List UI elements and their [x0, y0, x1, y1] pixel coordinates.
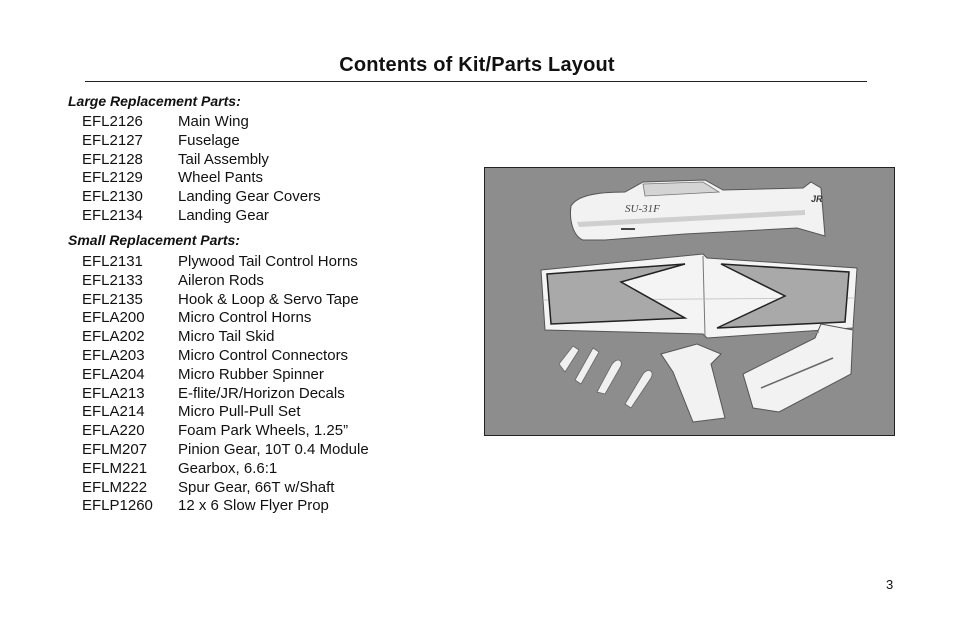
part-description: Foam Park Wheels, 1.25” [178, 422, 349, 440]
part-description: E-flite/JR/Horizon Decals [178, 384, 345, 402]
page-number: 3 [886, 577, 894, 592]
list-item: EFL2133 Aileron Rods [82, 272, 369, 291]
part-description: Micro Pull-Pull Set [178, 403, 301, 421]
list-item: EFLA202 Micro Tail Skid [82, 328, 369, 347]
parts-layout-photo: SU-31F JR [484, 167, 895, 436]
part-code: EFLA200 [82, 309, 145, 327]
list-item: EFLA220 Foam Park Wheels, 1.25” [82, 422, 369, 441]
fuselage-marking: SU-31F [625, 203, 660, 215]
part-description: Landing Gear [178, 206, 269, 224]
part-description: Wheel Pants [178, 169, 264, 187]
part-description: Micro Tail Skid [178, 328, 275, 346]
small-parts-heading: Small Replacement Parts: [68, 232, 240, 248]
list-item: EFL2130 Landing Gear Covers [82, 188, 321, 207]
part-description: 12 x 6 Slow Flyer Prop [178, 497, 329, 515]
list-item: EFLA204 Micro Rubber Spinner [82, 366, 369, 385]
part-code: EFLA204 [82, 365, 145, 383]
part-code: EFL2127 [82, 131, 143, 149]
part-code: EFLP1260 [82, 497, 153, 515]
large-parts-heading: Large Replacement Parts: [68, 93, 241, 109]
fuselage-part: SU-31F JR [570, 179, 826, 241]
part-code: EFL2135 [82, 290, 143, 308]
part-description: Aileron Rods [178, 271, 264, 289]
list-item: EFLA214 Micro Pull-Pull Set [82, 403, 369, 422]
parts-illustration: SU-31F JR [540, 179, 858, 423]
part-code: EFLA202 [82, 328, 145, 346]
list-item: EFL2129 Wheel Pants [82, 169, 321, 188]
part-description: Hook & Loop & Servo Tape [178, 290, 359, 308]
part-description: Main Wing [178, 113, 249, 130]
list-item: EFLM221 Gearbox, 6.6:1 [82, 460, 369, 479]
part-description: Gearbox, 6.6:1 [178, 459, 278, 477]
list-item: EFL2127 Fuselage [82, 132, 321, 151]
list-item: EFL2128 Tail Assembly [82, 151, 321, 170]
part-code: EFL2130 [82, 188, 143, 206]
part-code: EFLA220 [82, 422, 145, 440]
list-item: EFL2126 Main Wing [82, 113, 321, 132]
main-wing-part [540, 253, 858, 339]
list-item: EFLM222 Spur Gear, 66T w/Shaft [82, 479, 369, 498]
part-description: Landing Gear Covers [178, 188, 321, 206]
part-code: EFL2133 [82, 271, 143, 289]
part-code: EFLM221 [82, 459, 148, 477]
part-code: EFLA213 [82, 384, 145, 402]
list-item: EFLA200 Micro Control Horns [82, 309, 369, 328]
part-code: EFL2131 [82, 253, 143, 270]
part-description: Micro Control Horns [178, 309, 312, 327]
small-parts [558, 345, 653, 409]
list-item: EFLM207 Pinion Gear, 10T 0.4 Module [82, 441, 369, 460]
tail-logo: JR [811, 194, 823, 204]
part-code: EFL2134 [82, 206, 143, 224]
small-parts-list: EFL2131 Plywood Tail Control Horns EFL213… [82, 253, 369, 516]
page-title: Contents of Kit/Parts Layout [339, 54, 615, 76]
large-parts-list: EFL2126 Main Wing EFL2127 Fuselage EFL2128… [82, 113, 321, 226]
part-description: Micro Control Connectors [178, 346, 349, 364]
part-description: Tail Assembly [178, 150, 269, 168]
part-code: EFLA214 [82, 403, 145, 421]
part-code: EFL2129 [82, 169, 143, 187]
part-code: EFLA203 [82, 346, 145, 364]
part-description: Plywood Tail Control Horns [178, 253, 358, 270]
list-item: EFL2134 Landing Gear [82, 207, 321, 226]
list-item: EFL2135 Hook & Loop & Servo Tape [82, 291, 369, 310]
part-description: Micro Rubber Spinner [178, 365, 324, 383]
part-code: EFLM207 [82, 440, 148, 458]
part-description: Pinion Gear, 10T 0.4 Module [178, 440, 369, 458]
list-item: EFLA213 E-flite/JR/Horizon Decals [82, 385, 369, 404]
part-code: EFL2128 [82, 150, 143, 168]
tail-assembly-part [660, 323, 854, 423]
title-rule [85, 81, 867, 82]
list-item: EFLA203 Micro Control Connectors [82, 347, 369, 366]
list-item: EFL2131 Plywood Tail Control Horns [82, 253, 369, 272]
list-item: EFLP1260 12 x 6 Slow Flyer Prop [82, 497, 369, 516]
part-code: EFLM222 [82, 478, 148, 496]
part-code: EFL2126 [82, 113, 143, 130]
part-description: Spur Gear, 66T w/Shaft [178, 478, 335, 496]
part-description: Fuselage [178, 131, 240, 149]
